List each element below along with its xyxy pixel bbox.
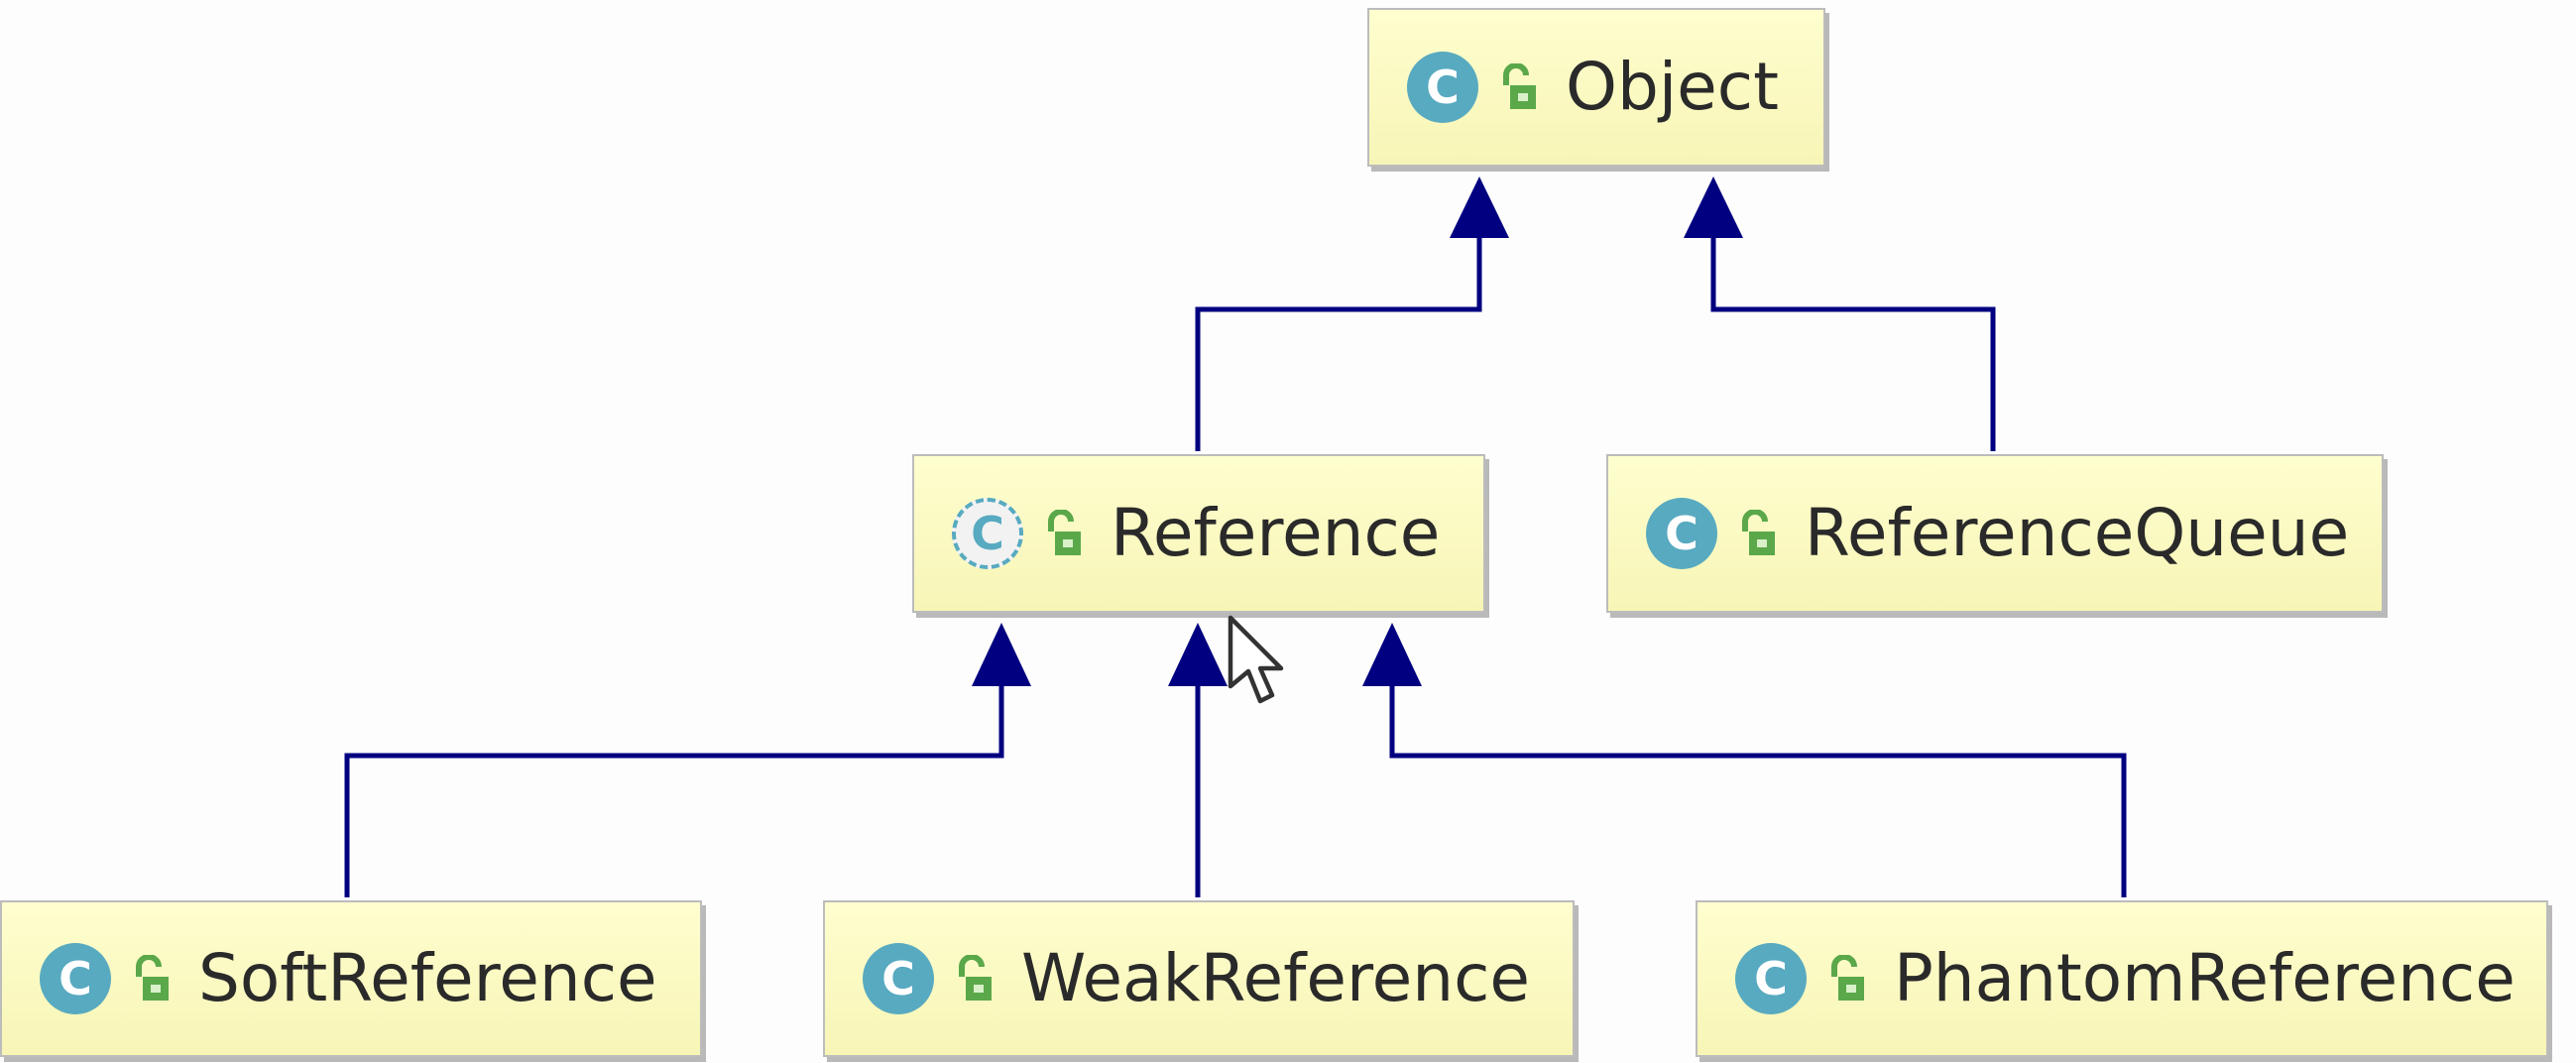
lock-icon	[1831, 955, 1864, 1001]
class-icon: C	[1407, 52, 1478, 123]
node-label-referencequeue: ReferenceQueue	[1805, 495, 2350, 571]
node-phantomreference[interactable]: C PhantomReference	[1696, 900, 2548, 1057]
edge-softreference-to-reference	[344, 682, 1004, 897]
class-icon: C	[1646, 498, 1717, 569]
mouse-cursor-icon	[1228, 615, 1284, 704]
lock-icon	[959, 955, 992, 1001]
class-icon: C	[863, 943, 934, 1014]
lock-icon	[1048, 510, 1081, 555]
arrowhead-reference-to-object	[1450, 177, 1509, 238]
node-weakreference[interactable]: C WeakReference	[823, 900, 1575, 1057]
node-label-reference: Reference	[1111, 495, 1441, 571]
node-label-softreference: SoftReference	[198, 940, 657, 1016]
abstract-class-icon: C	[952, 498, 1023, 569]
edge-phantomreference-to-reference	[1389, 682, 2127, 897]
lock-icon	[1742, 510, 1775, 555]
arrowhead-weakreference-to-reference	[1168, 623, 1228, 686]
lock-icon	[136, 955, 169, 1001]
node-referencequeue[interactable]: C ReferenceQueue	[1606, 454, 2384, 613]
class-icon: C	[40, 943, 111, 1014]
arrowhead-referencequeue-to-object	[1684, 177, 1743, 238]
node-softreference[interactable]: C SoftReference	[0, 900, 702, 1057]
edge-reference-to-object	[1195, 228, 1482, 451]
arrowhead-phantomreference-to-reference	[1362, 623, 1422, 686]
edge-referencequeue-to-object	[1710, 228, 1996, 451]
node-reference[interactable]: C Reference	[912, 454, 1485, 613]
class-icon: C	[1735, 943, 1807, 1014]
node-object[interactable]: C Object	[1367, 8, 1825, 167]
node-label-object: Object	[1566, 49, 1779, 125]
lock-icon	[1503, 63, 1536, 109]
arrowhead-softreference-to-reference	[972, 623, 1031, 686]
node-label-weakreference: WeakReference	[1021, 940, 1531, 1016]
node-label-phantomreference: PhantomReference	[1894, 940, 2516, 1016]
